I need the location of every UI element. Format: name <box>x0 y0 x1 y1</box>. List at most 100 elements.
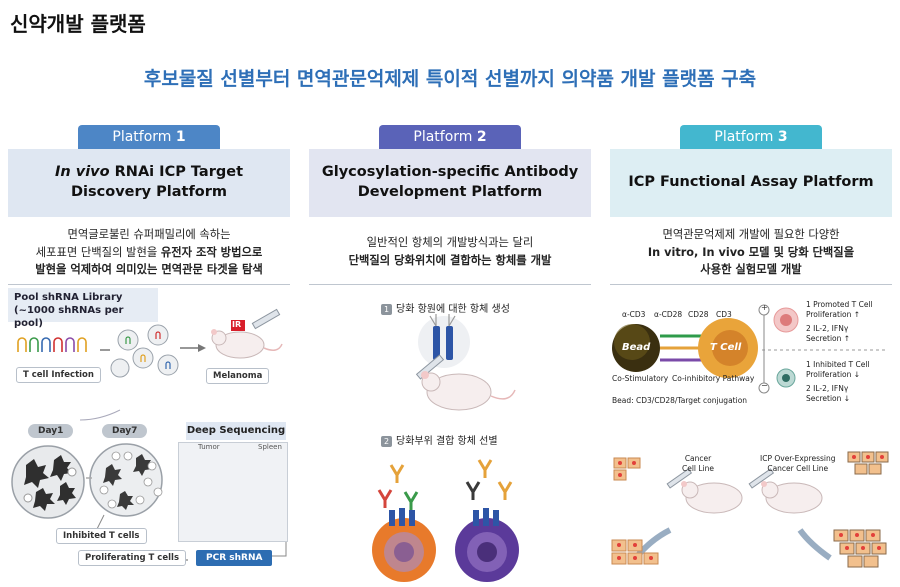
promoted-note: 1 Promoted T Cell Proliferation ↑ <box>806 300 873 320</box>
day1-tumor-icon <box>11 445 85 519</box>
divider <box>610 284 892 285</box>
note-text: Secretion ↓ <box>806 393 851 403</box>
platform-3-tab: Platform 3 <box>680 125 822 149</box>
platform-1-description: 면역글로불린 슈퍼패밀리에 속하는 세포표면 단백질의 발현을 유전자 조작 방… <box>8 226 290 279</box>
title-italic: In vivo <box>54 164 110 181</box>
desc-bold: 유전자 조작 방법으로 <box>160 245 263 259</box>
desc-line: 사용한 실험모델 개발 <box>700 263 802 276</box>
alpha-cd3-label: α-CD3 <box>622 310 646 319</box>
title-line1: ICP Functional Assay Platform <box>628 174 874 191</box>
tumor-label: Tumor <box>198 443 220 451</box>
platform-tab-number: 2 <box>476 129 487 145</box>
mouse-icon <box>681 481 743 514</box>
mouse-icon <box>211 329 283 359</box>
sequencing-panel <box>178 442 288 542</box>
note-text: Proliferation ↓ <box>806 369 861 379</box>
platform-tab-word: Platform <box>112 129 172 145</box>
t-cell-cluster-icon <box>110 324 179 378</box>
library-sub: (~1000 shRNAs per pool) <box>14 305 124 329</box>
shrna-hairpins-icon <box>17 337 87 352</box>
note-number: 2 <box>806 324 811 333</box>
note-text: Cancer Cell Line <box>767 463 829 473</box>
note-text: Inhibited T Cell <box>813 360 870 369</box>
note-text: Proliferation ↑ <box>806 309 861 319</box>
day1-pill: Day1 <box>28 424 74 438</box>
cancer-cell-line-label: Cancer Cell Line <box>682 454 714 474</box>
arrow-icon <box>797 528 832 561</box>
platform-2-column: Platform 2 Glycosylation-specific Antibo… <box>309 120 591 587</box>
divider <box>309 284 591 285</box>
il2-down-note: 2 IL-2, IFNγ Secretion ↓ <box>806 384 850 404</box>
note-text: Cell Line <box>682 463 715 473</box>
desc-line: 면역글로불린 슈퍼패밀리에 속하는 <box>67 228 231 241</box>
platform-3-description: 면역관문억제제 개발에 필요한 다양한 In vitro, In vivo 모델… <box>610 226 892 279</box>
title-line1: Glycosylation-specific Antibody <box>321 164 579 181</box>
platform-3-title: ICP Functional Assay Platform <box>610 149 892 217</box>
melanoma-label: Melanoma <box>206 368 270 384</box>
platform-3-column: Platform 3 ICP Functional Assay Platform… <box>610 120 892 587</box>
mouse-icon <box>761 481 823 514</box>
syringe-icon <box>748 468 775 489</box>
note-text: Cancer <box>684 454 712 463</box>
bead-note: Bead: CD3/CD28/Target conjugation <box>612 396 748 405</box>
co-stimulatory-label: Co-Stimulatory <box>612 374 669 383</box>
proliferating-t-cells-label: Proliferating T cells <box>78 550 186 566</box>
desc-line: 일반적인 항체의 개발방식과는 달리 <box>366 236 534 249</box>
minus-sign: − <box>761 381 768 390</box>
syringe-icon <box>666 468 693 489</box>
note-number: 2 <box>806 384 811 393</box>
step-text: 당화부위 결합 항체 선별 <box>396 436 498 447</box>
cancer-cell-icon <box>455 508 519 582</box>
cancer-cell-icon <box>372 508 436 582</box>
desc-line: 세포표면 단백질의 발현을 <box>35 245 161 259</box>
glyco-antigen-icon <box>418 314 470 368</box>
co-inhibitory-label: Co-inhibitory Pathway <box>672 374 755 383</box>
day7-pill: Day7 <box>102 424 148 438</box>
platform-1-title: In vivo RNAi ICP Target Discovery Platfo… <box>8 149 290 217</box>
antibody-icon <box>377 464 419 510</box>
note-number: 1 <box>806 300 811 309</box>
platform-tab-word: Platform <box>413 129 473 145</box>
desc-line: 발현을 억제하여 의미있는 면역관문 타겟을 탐색 <box>35 263 263 276</box>
spleen-label: Spleen <box>258 443 282 451</box>
plus-sign: + <box>761 303 768 312</box>
divider <box>8 284 290 285</box>
plus-circle-icon <box>758 304 770 316</box>
icp-cancer-cell-line-label: ICP Over-Expressing Cancer Cell Line <box>760 454 836 474</box>
ir-badge: IR <box>232 320 242 329</box>
cancer-cell-line-icon <box>613 457 641 481</box>
note-text: Promoted T Cell <box>813 300 873 309</box>
il2-up-note: 2 IL-2, IFNγ Secretion ↑ <box>806 324 850 344</box>
cd28-label: CD28 <box>688 310 709 319</box>
platform-3-illustration <box>611 304 889 568</box>
note-text: ICP Over-Expressing <box>760 454 836 463</box>
platform-2-illustration <box>372 314 519 582</box>
alpha-cd28-label: α-CD28 <box>654 310 683 319</box>
ir-badge-bg <box>231 320 245 331</box>
title-line2: Development Platform <box>357 184 543 200</box>
pcr-shrna-label: PCR shRNA <box>196 550 273 566</box>
platform-tab-number: 1 <box>175 129 186 145</box>
note-number: 1 <box>806 360 811 369</box>
syringe-icon <box>251 308 281 330</box>
cd3-label: CD3 <box>716 310 732 319</box>
inhibited-note: 1 Inhibited T Cell Proliferation ↓ <box>806 360 870 380</box>
platform-tab-word: Platform <box>714 129 774 145</box>
deep-sequencing-label: Deep Sequencing <box>186 422 286 440</box>
platform-tab-number: 3 <box>777 129 788 145</box>
platform-2-description: 일반적인 항체의 개발방식과는 달리 단백질의 당화위치에 결합하는 항체를 개… <box>309 234 591 269</box>
step-number: 1 <box>381 304 392 315</box>
headline: 후보물질 선별부터 면역관문억제제 특이적 선별까지 의약품 개발 플랫폼 구축 <box>143 68 757 90</box>
title-rest: RNAi ICP Target <box>109 164 243 181</box>
t-cell-infection-label: T cell Infection <box>16 367 101 383</box>
desc-line: 단백질의 당화위치에 결합하는 항체를 개발 <box>348 253 552 267</box>
day7-tumor-icon <box>89 443 163 517</box>
page-title: 신약개발 플랫폼 <box>10 12 146 36</box>
platform-1-column: Platform 1 In vivo RNAi ICP Target Disco… <box>8 120 290 587</box>
library-tag: Pool shRNA Library (~1000 shRNAs per poo… <box>8 288 158 329</box>
antibody-icon <box>465 459 513 500</box>
platform-2-title: Glycosylation-specific Antibody Developm… <box>309 149 591 217</box>
inhibited-t-cells-label: Inhibited T cells <box>56 528 147 544</box>
